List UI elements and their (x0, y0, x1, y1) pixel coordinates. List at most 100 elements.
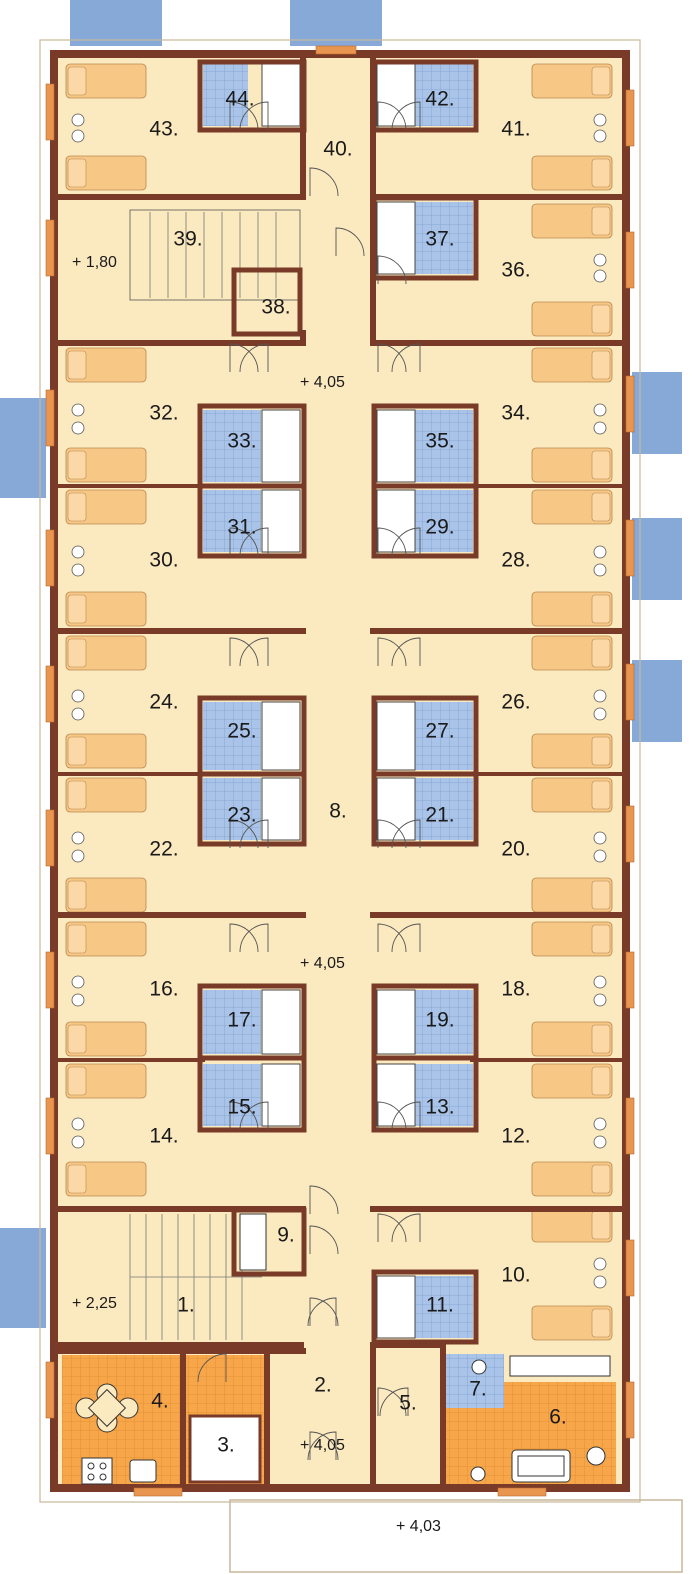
bath-19 (415, 990, 473, 1054)
room-label-14: 14. (149, 1125, 178, 1148)
balcony-left-lower (0, 1228, 46, 1328)
window (45, 219, 55, 277)
bath-25 (203, 702, 261, 770)
armchair-icon (593, 831, 607, 845)
shower-42 (376, 63, 416, 127)
shower-27 (376, 701, 416, 771)
armchair-icon (593, 1275, 607, 1289)
shower-29 (376, 489, 416, 553)
bath-11 (415, 1276, 473, 1338)
door-swing-icon (229, 343, 259, 373)
window (133, 1487, 183, 1497)
door-swing-icon (377, 1101, 407, 1131)
window (625, 89, 635, 147)
window (625, 1097, 635, 1155)
room-3-box (188, 1414, 262, 1484)
door-swing-icon (377, 255, 407, 285)
window (625, 1239, 635, 1297)
bath-13 (415, 1064, 473, 1126)
wall-ground (264, 1354, 270, 1484)
bed-icon (531, 203, 613, 239)
window (45, 665, 55, 723)
room-label-7: 7. (469, 1378, 487, 1401)
room-label-20: 20. (501, 838, 530, 861)
wall-partition-right (370, 628, 622, 634)
room-label-15: 15. (227, 1096, 256, 1119)
door-swing-icon (377, 819, 407, 849)
bathrooms (203, 64, 473, 1338)
bed-icon (65, 489, 147, 525)
room-9-box (239, 1213, 267, 1271)
bed-icon (531, 347, 613, 383)
armchair-icon (71, 689, 85, 703)
door-swing-icon (391, 923, 421, 953)
balcony-top-left (70, 0, 162, 46)
shower-25 (261, 701, 301, 771)
door-swing-icon (391, 637, 421, 667)
bed-icon (65, 921, 147, 957)
room-label-17: 17. (227, 1009, 256, 1032)
bathroom-wall (371, 59, 479, 133)
bathroom-wall (371, 1055, 479, 1133)
door-swing-icon (309, 1431, 339, 1461)
wall-east (622, 50, 630, 1492)
window (45, 1361, 55, 1419)
bath-37 (415, 202, 473, 274)
door-swing-icon (377, 101, 407, 131)
dining-table-icon (75, 1383, 139, 1433)
room-label-28: 28. (501, 549, 530, 572)
bath-35 (415, 410, 473, 482)
armchair-icon (593, 253, 607, 267)
door-swing-icon (197, 1353, 227, 1383)
window (45, 529, 55, 587)
wall-partition-right (370, 194, 622, 200)
level-mark-2: + 4,05 (300, 1437, 345, 1454)
bathroom-wall (197, 1055, 307, 1133)
door-swing-icon (239, 101, 269, 131)
bath-27 (415, 702, 473, 770)
level-marks: + 1,80 + 4,05 + 4,05 + 2,25 + 4,05 + 4,0… (72, 254, 441, 1535)
room-label-12: 12. (501, 1125, 530, 1148)
bed-icon (531, 447, 613, 483)
bed-icon (65, 877, 147, 913)
bed-icon (531, 635, 613, 671)
armchair-icon (586, 1446, 606, 1466)
bed-icon (65, 1021, 147, 1057)
shower-33 (261, 409, 301, 483)
sink-icon (129, 1459, 157, 1483)
level-mark-corridor-upper: + 4,05 (300, 374, 345, 391)
level-mark-1: + 2,25 (72, 1295, 117, 1312)
window (625, 231, 635, 289)
door-swing-icon (239, 637, 269, 667)
room-label-2: 2. (314, 1374, 332, 1397)
room-label-38: 38. (261, 296, 290, 319)
room-label-29: 29. (425, 516, 454, 539)
wall-ground (180, 1354, 186, 1484)
room-label-31: 31. (227, 516, 256, 539)
room-label-42: 42. (425, 88, 454, 111)
door-swing-icon (239, 1101, 269, 1131)
room-label-41: 41. (501, 118, 530, 141)
window (625, 805, 635, 863)
balcony-left-upper (0, 398, 46, 498)
bed-icon (531, 591, 613, 627)
window (625, 951, 635, 1009)
room-labels: 1. 2. 3. 4. 5. 6. 7. 8. 9. 10. 11. 12. 1… (149, 88, 566, 1457)
bath-31 (203, 490, 261, 552)
bath-42 (415, 64, 473, 126)
bathroom-wall (371, 771, 479, 847)
wall-partition-right (370, 912, 622, 918)
bed-icon (65, 591, 147, 627)
bed-icon (531, 777, 613, 813)
bed-icon (531, 63, 613, 99)
wall-thin (470, 484, 622, 488)
shower-cabins (261, 63, 416, 1339)
wall-south (50, 1484, 630, 1492)
window (45, 951, 55, 1009)
room-label-22: 22. (149, 838, 178, 861)
room-label-39: 39. (173, 228, 202, 251)
room-label-1: 1. (177, 1294, 195, 1317)
room-label-40: 40. (323, 138, 352, 161)
wall-partition-left (58, 912, 306, 918)
